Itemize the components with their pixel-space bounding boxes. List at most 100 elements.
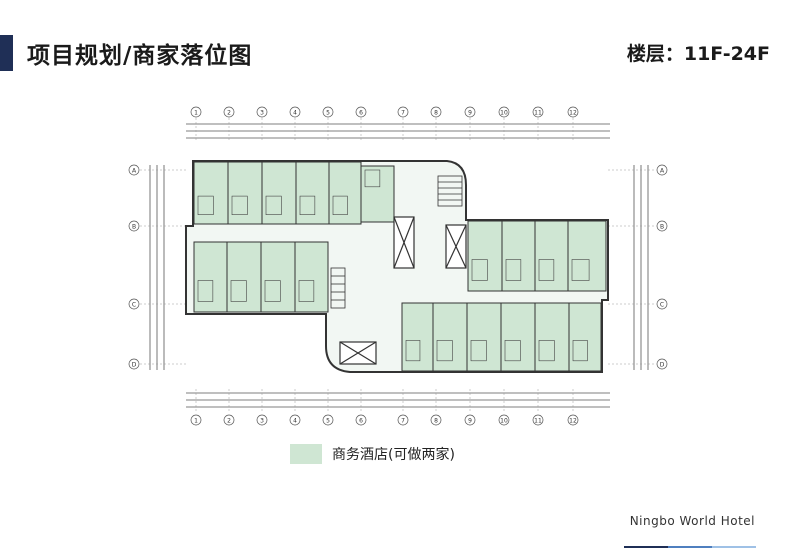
room-bath: [231, 195, 248, 216]
room-bath: [470, 340, 487, 362]
column-label: 10: [500, 418, 508, 425]
hotel-room: [360, 165, 395, 223]
legend-swatch: [290, 444, 322, 464]
room-bath: [538, 340, 555, 362]
grid-bubble: [430, 414, 442, 426]
grid-bubble: [190, 106, 202, 118]
column-label: 2: [227, 418, 231, 425]
room-bath: [197, 195, 214, 216]
row-label: D: [660, 362, 665, 369]
grid-bubble: [223, 414, 235, 426]
grid-bubble: [355, 106, 367, 118]
column-label: 1: [194, 418, 198, 425]
hotel-room: [260, 241, 296, 313]
hotel-room: [294, 241, 329, 313]
column-label: 8: [434, 110, 438, 117]
row-label: C: [132, 302, 136, 309]
grid-bubble: [397, 414, 409, 426]
room-bath: [230, 280, 247, 302]
stair-core: [330, 175, 463, 309]
column-label: 4: [293, 418, 297, 425]
grid-bubble: [128, 298, 140, 310]
grid-bubble: [128, 164, 140, 176]
grid-bubble: [498, 414, 510, 426]
room-bath: [471, 259, 488, 281]
hotel-room: [193, 161, 229, 225]
row-label: C: [660, 302, 664, 309]
hotel-room: [226, 241, 262, 313]
column-label: 5: [326, 418, 330, 425]
grid-bubble: [656, 220, 668, 232]
grid-bubble: [656, 298, 668, 310]
column-label: 9: [468, 110, 472, 117]
room-bath: [504, 340, 521, 362]
hotel-room: [500, 302, 536, 372]
hotel-rooms: [193, 161, 607, 372]
column-label: 6: [359, 110, 363, 117]
column-label: 1: [194, 110, 198, 117]
grid-bubble: [256, 106, 268, 118]
room-bath: [538, 259, 555, 281]
hotel-room: [534, 302, 570, 372]
bottom-dimension-lines: [186, 392, 610, 408]
grid-bubble: [289, 414, 301, 426]
legend-label: 商务酒店(可做两家): [332, 447, 455, 463]
column-label: 8: [434, 418, 438, 425]
top-dimension-lines: [186, 123, 610, 139]
room-bath: [571, 259, 590, 281]
grid-bubble: [567, 414, 579, 426]
grid-bubble: [322, 414, 334, 426]
column-label: 7: [401, 418, 405, 425]
grid-bubble: [128, 220, 140, 232]
elevator-core: [339, 216, 467, 365]
grid-bubble: [464, 414, 476, 426]
column-label: 9: [468, 418, 472, 425]
grid-bubble: [397, 106, 409, 118]
grid-bubble: [464, 106, 476, 118]
grid-bubble: [223, 106, 235, 118]
room-bath: [364, 169, 381, 188]
column-label: 12: [569, 418, 577, 425]
legend: 商务酒店(可做两家): [290, 444, 455, 464]
hotel-name: Ningbo World Hotel: [629, 514, 755, 528]
hotel-room: [401, 302, 434, 372]
accent-bar: [0, 35, 13, 71]
hotel-room: [193, 241, 228, 313]
row-label: B: [132, 224, 136, 231]
column-label: 5: [326, 110, 330, 117]
hotel-room: [432, 302, 468, 372]
room-bath: [572, 340, 588, 362]
hotel-room: [534, 220, 569, 292]
room-bath: [436, 340, 453, 362]
grid-lines: [140, 118, 656, 413]
grid-bubble: [567, 106, 579, 118]
hotel-room: [501, 220, 536, 292]
grid-bubble: [256, 414, 268, 426]
column-label: 3: [260, 418, 264, 425]
hotel-room: [567, 220, 607, 292]
grid-bubble: [656, 358, 668, 370]
grid-bubble: [498, 106, 510, 118]
room-bath: [332, 195, 348, 216]
column-label: 4: [293, 110, 297, 117]
hotel-room: [568, 302, 602, 372]
room-bath: [298, 280, 315, 302]
room-bath: [405, 340, 421, 362]
column-label: 11: [534, 418, 542, 425]
room-bath: [505, 259, 522, 281]
grid-bubble: [289, 106, 301, 118]
grid-bubble: [656, 164, 668, 176]
column-label: 10: [500, 110, 508, 117]
grid-bubble: [190, 414, 202, 426]
grid-bubble: [128, 358, 140, 370]
grid-bubble: [532, 106, 544, 118]
column-label: 11: [534, 110, 542, 117]
left-dimension-lines: [149, 165, 165, 370]
room-bath: [264, 280, 281, 302]
row-label: A: [132, 168, 137, 175]
grid-bubble: [532, 414, 544, 426]
row-label: B: [660, 224, 664, 231]
grid-bubble: [430, 106, 442, 118]
